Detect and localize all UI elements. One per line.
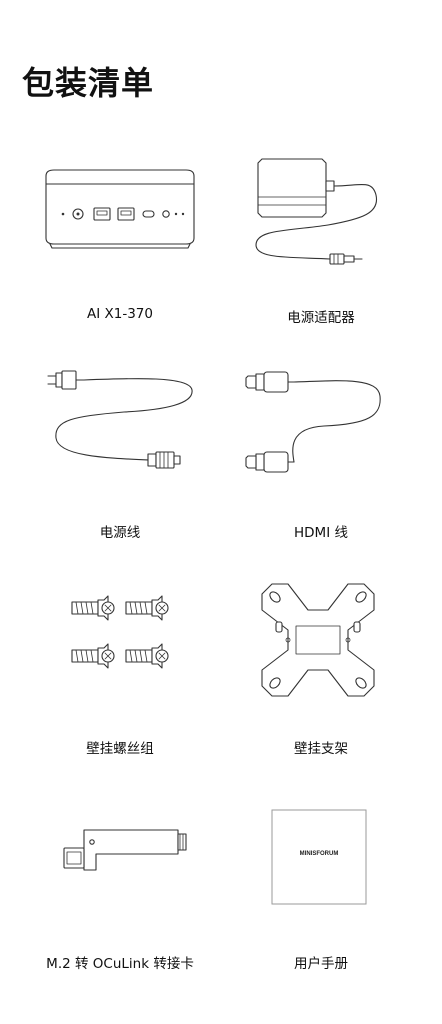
item-label-power-adapter: 电源适配器 [287,310,355,326]
manual-cover-brand: MINISFORUM [300,851,339,857]
wall-mount-screws-icon [68,592,178,674]
power-cord-icon [44,368,204,476]
item-label-wall-mount-bracket: 壁挂支架 [294,741,348,757]
m2-oculink-adapter-icon [56,826,188,878]
power-adapter-icon [250,155,390,285]
item-label-hdmi-cable: HDMI 线 [294,525,348,541]
item-label-power-cord: 电源线 [99,525,141,541]
item-label-mini-pc: AI X1-370 [87,306,153,322]
wall-mount-bracket-icon [258,580,378,700]
item-label-m2-oculink-adapter: M.2 转 OCuLink 转接卡 [46,956,194,972]
hdmi-cable-icon [244,366,394,478]
item-label-user-manual: 用户手册 [294,956,348,972]
mini-pc-icon [40,168,200,250]
item-label-wall-mount-screws: 壁挂螺丝组 [86,741,154,757]
user-manual-icon: MINISFORUM [271,809,367,905]
page-title: 包装清单 [22,64,155,102]
